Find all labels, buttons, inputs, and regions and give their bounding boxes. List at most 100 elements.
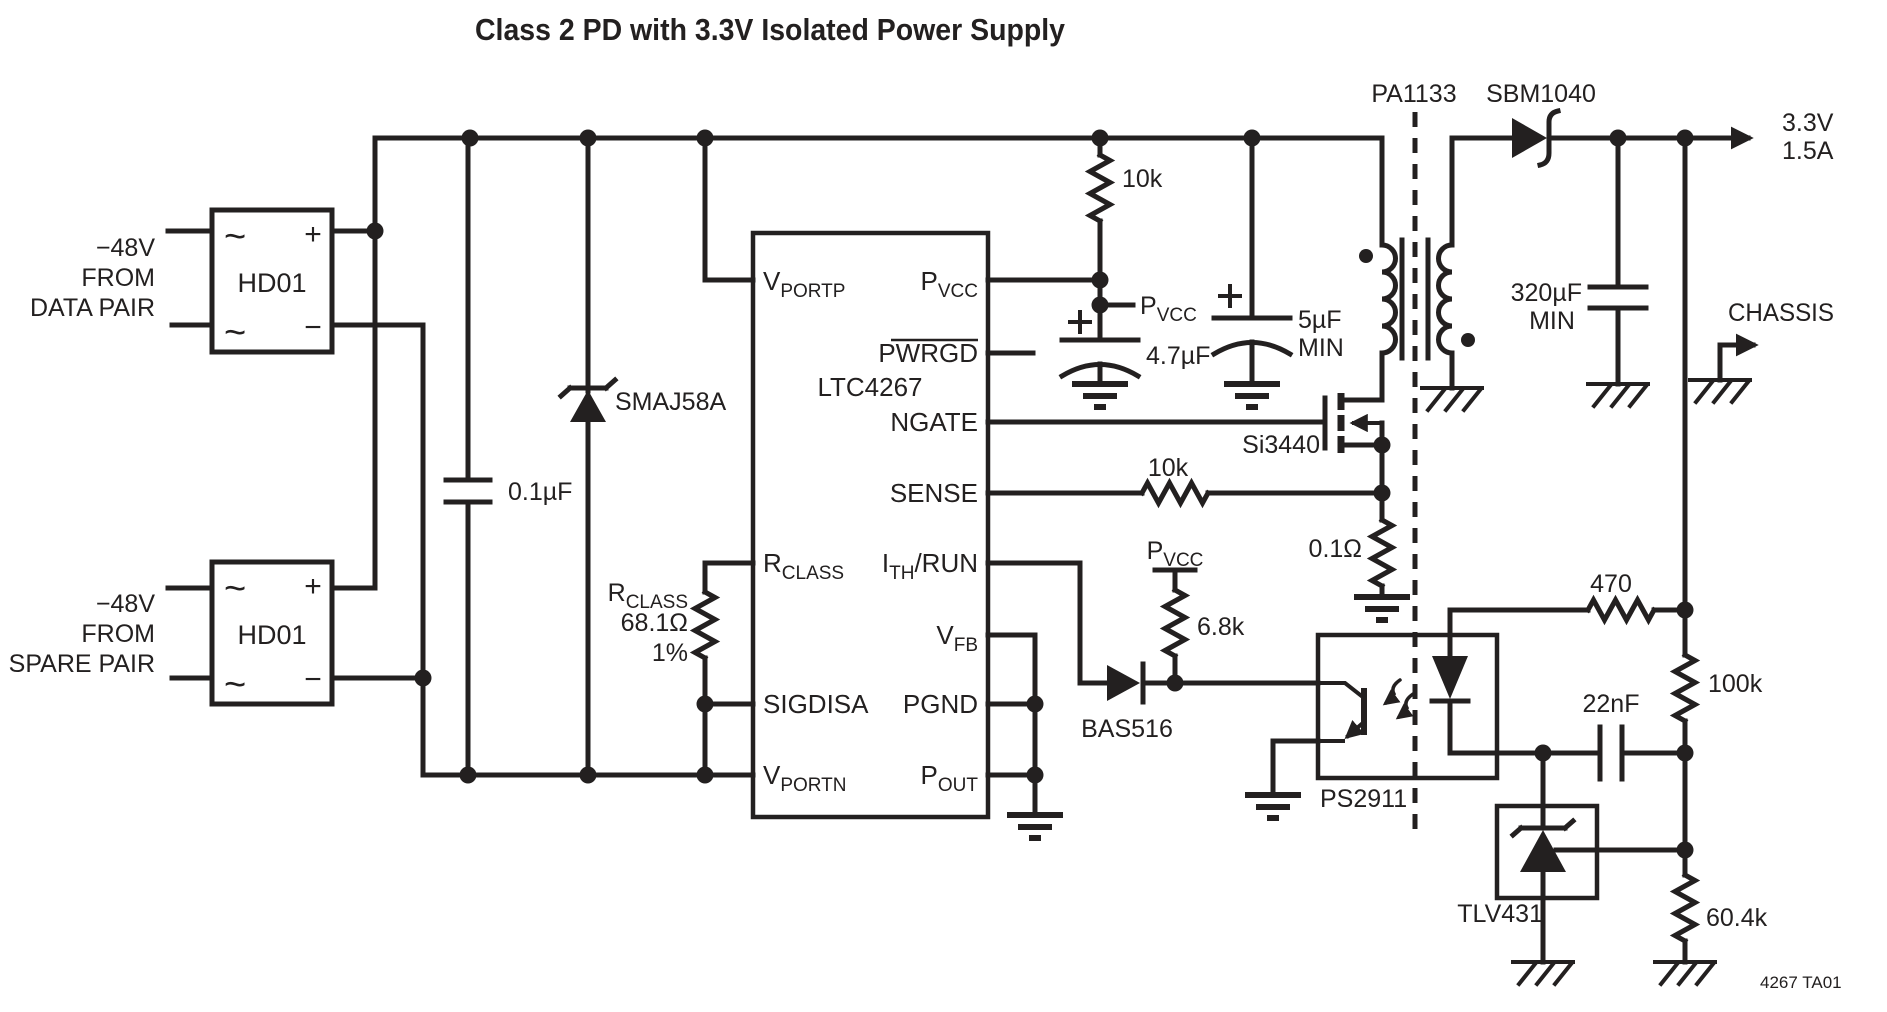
rclass-value: 68.1Ω (621, 609, 688, 637)
gnd-sense-resistor (1354, 594, 1410, 623)
pin-pwrgd: PWRGD (878, 338, 978, 368)
bridge1-box (209, 207, 335, 355)
pin-sense: SENSE (890, 478, 978, 508)
gnd-cap5 (1224, 381, 1280, 410)
doc-note: 4267 TA01 (1760, 973, 1842, 992)
input1-line3: DATA PAIR (30, 294, 155, 322)
gnd-pgnd (1007, 812, 1063, 841)
fb-604k-resistor (1669, 871, 1701, 945)
fb-cap-label: 22nF (1583, 690, 1640, 718)
bridge2-labels: ~ + HD01 ~ − (224, 568, 322, 706)
input2-line1: −48V (96, 590, 155, 618)
out-cap-min: MIN (1529, 307, 1575, 335)
output-current: 1.5A (1782, 137, 1834, 165)
ith-r-label: 6.8k (1197, 613, 1245, 641)
tvs-label: SMAJ58A (615, 388, 726, 416)
sense-resistor (1366, 516, 1398, 590)
opto-led-triangle (1432, 656, 1468, 699)
input1-label: −48V FROM DATA PAIR (30, 234, 155, 322)
pin-pgnd: PGND (903, 689, 978, 719)
rectifier-diode-symbol (1512, 108, 1561, 168)
transformer-symbol (1359, 237, 1475, 361)
pvcc-tap-label: PVCC (1140, 292, 1197, 326)
bridge2-plus: + (304, 570, 322, 603)
chip-name: LTC4267 (817, 372, 922, 402)
bridge1-ac1: ~ (224, 216, 246, 258)
bridge2-minus: − (304, 663, 322, 696)
ith-resistor (1159, 586, 1191, 660)
pin-pvcc: PVCC (921, 266, 978, 302)
out-cap-label: 320µF (1511, 279, 1582, 307)
input1-line2: FROM (81, 264, 155, 292)
gnd-opto-emitter (1245, 792, 1301, 821)
tvs-triangle (570, 390, 606, 422)
fb-cap-symbol (1597, 724, 1625, 782)
bridge2-name: HD01 (237, 620, 306, 650)
ith-diode-symbol (1107, 661, 1146, 705)
tlv431-cathode-bar (1509, 817, 1577, 839)
transformer-secondary-winding (1436, 242, 1455, 356)
pullup-label: 10k (1122, 165, 1163, 193)
wire-secondary-top (1449, 135, 1515, 248)
pin-pout: POUT (921, 760, 979, 796)
sense-filter-resistor (1138, 477, 1212, 509)
input2-label: −48V FROM SPARE PAIR (9, 590, 156, 678)
gnd-outcap (1586, 382, 1650, 409)
light-arrow-2 (1395, 692, 1415, 720)
wires-primary-side (165, 135, 1385, 818)
bridge1-plus: + (304, 218, 322, 251)
wire-opto-emitter-gnd (1270, 738, 1321, 798)
bridge1-name: HD01 (237, 268, 306, 298)
fb-470-label: 470 (1590, 570, 1632, 598)
tlv431-triangle (1520, 830, 1566, 872)
bridge-rectifier-1 (209, 207, 335, 355)
earth-grounds (1420, 378, 1752, 987)
bas516-triangle (1107, 665, 1140, 701)
wire-led-cathode (1447, 701, 1546, 756)
tvs-cathode-bar (557, 376, 619, 400)
ith-diode-label: BAS516 (1081, 715, 1173, 743)
opto-label: PS2911 (1320, 785, 1407, 813)
wire-vfb (985, 632, 1038, 818)
sbm1040-schottky-bar (1537, 108, 1561, 168)
output-voltage: 3.3V (1782, 109, 1834, 137)
chassis-label: CHASSIS (1728, 299, 1834, 327)
opto-collector (1316, 681, 1367, 701)
bridge1-ac2: ~ (224, 312, 246, 354)
tlv431-box (1494, 803, 1600, 901)
tvs-diode-symbol (557, 376, 619, 422)
ltc4267-chip-body (750, 230, 991, 820)
bridge2-box (209, 559, 335, 707)
wire-chassis-arrow (1717, 333, 1759, 383)
shunt-ref-symbol (1494, 803, 1600, 901)
mosfet-symbol (1322, 393, 1384, 453)
fb-100k-label: 100k (1708, 670, 1763, 698)
transformer-primary-winding (1379, 242, 1398, 356)
secondary-polarity-dot (1461, 333, 1475, 347)
cap47-plus-sign (1068, 310, 1092, 334)
rclass-resistor (689, 588, 721, 662)
pin-ngate: NGATE (890, 407, 978, 437)
transformer-core (1399, 237, 1431, 361)
mosfet-label: Si3440 (1242, 431, 1320, 459)
bulk-cap-min: MIN (1298, 334, 1344, 362)
rclass-tolerance: 1% (652, 639, 688, 667)
wire-ith-run (985, 560, 1110, 686)
light-arrow-1 (1382, 678, 1402, 706)
gnd-tlv431 (1511, 960, 1575, 987)
optocoupler-symbol (1315, 632, 1500, 781)
pin-ith-run: ITH/RUN (882, 548, 978, 584)
chip-pin-labels: VPORTP RCLASS SIGDISA VPORTN PVCC PWRGD … (763, 266, 978, 796)
input-cap-symbol (443, 477, 493, 505)
wire-vportp (702, 135, 756, 283)
shunt-ref-label: TLV431 (1457, 900, 1543, 928)
rclass-name: RCLASS (608, 579, 688, 613)
input2-line2: FROM (81, 620, 155, 648)
sbm1040-triangle (1512, 118, 1547, 158)
junction-dots (366, 129, 1694, 859)
pin-vfb: VFB (936, 620, 978, 656)
bulk-cap-symbol (1210, 284, 1294, 358)
pin-rclass: RCLASS (763, 548, 844, 584)
bridge1-minus: − (304, 311, 322, 344)
